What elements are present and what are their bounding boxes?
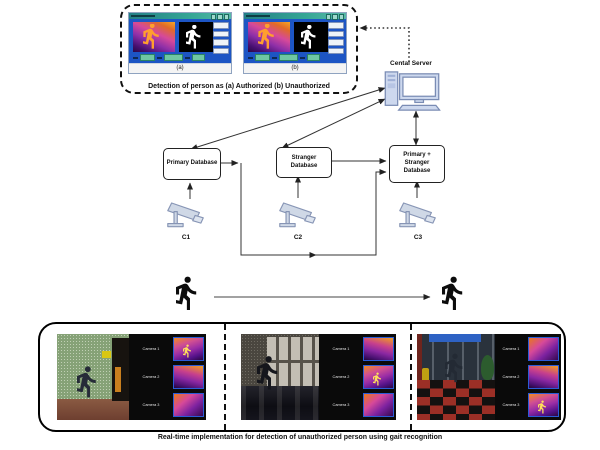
feed-label: Camera 3 <box>502 403 520 407</box>
feed-row: Camera 2 <box>319 363 396 391</box>
primary-db-server-arrow <box>190 87 386 150</box>
thermal-person-icon <box>373 371 384 388</box>
thermal-image <box>133 22 175 52</box>
thermal-feed <box>528 365 559 389</box>
feed-row: Camera 3 <box>129 391 206 419</box>
server-to-detectbox-dotted-arrow <box>359 25 410 62</box>
app-window-unauthorized: (b) <box>243 12 347 74</box>
app-side-buttons <box>328 22 344 54</box>
thermal-feed <box>528 337 559 361</box>
feed-label: Camera 3 <box>332 403 350 407</box>
feed-label: Camera 3 <box>142 403 160 407</box>
app-title-text <box>131 15 155 17</box>
feed-row: Camera 2 <box>495 363 561 391</box>
plant <box>480 354 495 381</box>
window-wall <box>266 336 319 387</box>
blue-sign <box>429 334 481 342</box>
feed-label: Camera 2 <box>502 375 520 379</box>
camera-label-c2: C2 <box>293 234 303 241</box>
walking-person-icon-right <box>442 272 470 317</box>
server-label: Cental Server <box>390 60 432 67</box>
window-control-icons <box>325 14 344 20</box>
thermal-feed <box>363 337 394 361</box>
app-window-body <box>129 19 231 63</box>
thermal-feed-active <box>173 337 204 361</box>
feed-label: Camera 2 <box>332 375 350 379</box>
dark-doorway <box>112 338 129 402</box>
detection-caption: Detection of person as (a) Authorized (b… <box>148 83 330 90</box>
pedestrian-silhouette <box>77 358 103 408</box>
checkered-floor <box>417 380 495 420</box>
thermal-feed <box>363 393 394 417</box>
thermal-feed <box>173 365 204 389</box>
brown-floor <box>57 399 129 420</box>
app-titlebar <box>244 13 346 20</box>
yellow-pot <box>421 368 430 383</box>
primary-db-route <box>240 163 387 256</box>
silhouette-panel <box>179 22 213 52</box>
thermal-image <box>248 22 290 52</box>
scene-photo-lobby <box>417 334 495 420</box>
feed-strip-3: Camera 1 Camera 2 Camera 3 <box>495 334 561 420</box>
feed-row: Camera 3 <box>319 391 396 419</box>
panel-divider-2 <box>410 324 412 430</box>
cctv-camera-icon-c3 <box>395 199 441 230</box>
primary-database-box: Primary Database <box>163 148 221 180</box>
feed-label: Camera 1 <box>332 347 350 351</box>
app-window-authorized: (a) <box>128 12 232 74</box>
silhouette-panel <box>294 22 328 52</box>
feed-label: Camera 1 <box>502 347 520 351</box>
feed-label: Camera 2 <box>142 375 160 379</box>
yellow-sign <box>102 351 111 359</box>
app-field-row <box>248 54 320 61</box>
feed-strip-2: Camera 1 Camera 2 Camera 3 <box>319 334 396 420</box>
scene-photo-corridor <box>57 334 129 420</box>
thermal-feed-active <box>363 365 394 389</box>
scene-photo-dark-hall <box>241 334 319 420</box>
app-window-body <box>244 19 346 63</box>
thermal-person-icon <box>258 24 280 50</box>
thermal-person-icon <box>538 399 549 416</box>
red-pillar <box>417 334 423 384</box>
silhouette-person-icon <box>301 25 321 50</box>
screen-label-a: (a) <box>129 63 231 73</box>
pedestrian-silhouette <box>257 347 285 401</box>
pedestrian-silhouette <box>445 346 469 392</box>
thermal-person-icon <box>143 24 165 50</box>
computer-icon <box>383 70 441 112</box>
implementation-caption: Real-time implementation for detection o… <box>157 434 443 441</box>
thermal-feed-active <box>528 393 559 417</box>
stranger-db-server-arrow <box>281 98 386 149</box>
walking-person-icon-left <box>176 272 204 317</box>
app-titlebar <box>129 13 231 20</box>
app-side-buttons <box>213 22 229 54</box>
implementation-panel: Camera 1 Camera 2 Camera 3 Camera <box>38 322 566 432</box>
panel-divider-1 <box>224 324 226 430</box>
feed-row: Camera 1 <box>495 335 561 363</box>
thermal-person-icon <box>183 343 194 360</box>
feed-row: Camera 1 <box>319 335 396 363</box>
stranger-database-box: Stranger Database <box>276 147 332 178</box>
feed-strip-1: Camera 1 Camera 2 Camera 3 <box>129 334 206 420</box>
silhouette-person-icon <box>186 25 206 50</box>
app-title-text <box>246 15 270 17</box>
feed-row: Camera 1 <box>129 335 206 363</box>
cctv-camera-icon-c1 <box>163 199 209 230</box>
primary-stranger-database-box: Primary + Stranger Database <box>389 145 445 183</box>
feed-row: Camera 2 <box>129 363 206 391</box>
window-control-icons <box>210 14 229 20</box>
screen-label-b: (b) <box>244 63 346 73</box>
detection-panel: (a) (b) Detection of person as (a <box>120 4 358 94</box>
camera-label-c1: C1 <box>181 234 191 241</box>
cctv-camera-icon-c2 <box>275 199 321 230</box>
camera-label-c3: C3 <box>413 234 423 241</box>
feed-row: Camera 3 <box>495 391 561 419</box>
reflective-floor <box>241 385 319 420</box>
feed-label: Camera 1 <box>142 347 160 351</box>
thermal-feed <box>173 393 204 417</box>
app-field-row <box>133 54 205 61</box>
